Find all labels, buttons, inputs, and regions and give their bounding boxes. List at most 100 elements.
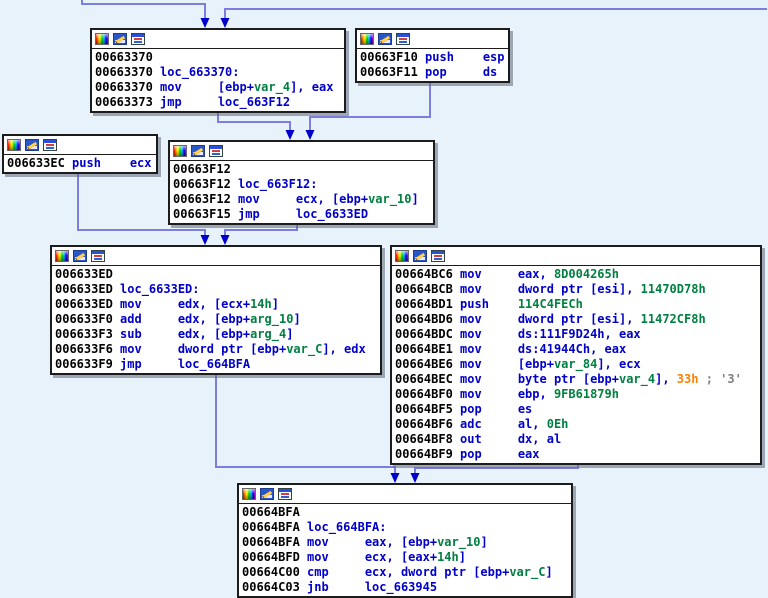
code-line[interactable]: 00664BF5 pop es (395, 402, 758, 417)
code-segment: 14h (250, 297, 272, 311)
palette-icon[interactable] (95, 33, 109, 45)
code-line[interactable]: 00664BFD mov ecx, [eax+14h] (242, 550, 569, 565)
group-icon[interactable] (43, 139, 57, 151)
code-segment: var_10 (368, 192, 412, 206)
code-line[interactable]: 00664BF0 mov ebp, 9FB61879h (395, 387, 758, 402)
code-line[interactable]: 006633ED (55, 267, 378, 282)
code-segment: pop eax (460, 447, 540, 461)
code-segment: 006633EC (7, 156, 73, 170)
code-line[interactable]: 00664BC6 mov eax, 8D004265h (395, 267, 758, 282)
code-line[interactable]: 00664BD1 push 114C4FECh (395, 297, 758, 312)
code-segment: 00663370 (95, 80, 161, 94)
code-line[interactable]: 00663F12 (173, 162, 431, 177)
code-line[interactable]: 006633F9 jmp loc_664BFA (55, 357, 378, 372)
code-line[interactable]: 006633F3 sub edx, [ebp+arg_4] (55, 327, 378, 342)
edit-icon[interactable] (113, 33, 127, 45)
code-segment: 00664C03 (242, 580, 308, 594)
code-line[interactable]: 00663F11 pop ds (360, 65, 506, 80)
code-line[interactable]: 00664BF6 adc al, 0Eh (395, 417, 758, 432)
edit-icon[interactable] (413, 250, 427, 262)
block-header (52, 247, 380, 266)
code-line[interactable]: 00664BF8 out dx, al (395, 432, 758, 447)
code-line[interactable]: 00664BFA mov eax, [ebp+var_10] (242, 535, 569, 550)
code-line[interactable]: 00663F12 loc_663F12: (173, 177, 431, 192)
code-line[interactable]: 006633F0 add edx, [ebp+arg_10] (55, 312, 378, 327)
palette-icon[interactable] (173, 145, 187, 157)
code-line[interactable]: 00663373 jmp loc_663F12 (95, 95, 342, 110)
code-segment: var_C (509, 565, 546, 579)
code-line[interactable]: 006633ED loc_6633ED: (55, 282, 378, 297)
group-icon[interactable] (396, 33, 410, 45)
code-line[interactable]: 006633EC push ecx (7, 156, 154, 171)
code-line[interactable]: 00663F10 push esp (360, 50, 506, 65)
group-icon[interactable] (131, 33, 145, 45)
code-line[interactable]: 00663F12 mov ecx, [ebp+var_10] (173, 192, 431, 207)
code-line[interactable]: 00664BFA (242, 505, 569, 520)
group-icon[interactable] (278, 488, 292, 500)
code-segment: 00664BCB (395, 282, 461, 296)
edit-icon[interactable] (25, 139, 39, 151)
code-segment: adc al, (460, 417, 547, 431)
code-segment: ] (458, 550, 466, 564)
code-line[interactable]: 00663370 loc_663370: (95, 65, 342, 80)
node-6633EC[interactable]: 006633EC push ecx (2, 134, 158, 174)
block-header (357, 30, 508, 49)
code-segment: 9FB61879h (553, 387, 619, 401)
code-segment: ; '3' (698, 372, 742, 386)
code-segment: mov ecx, [ebp+ (238, 192, 369, 206)
code-segment: ] (286, 327, 294, 341)
code-line[interactable]: 00664BE1 mov ds:41944Ch, eax (395, 342, 758, 357)
code-line[interactable]: 00663370 mov [ebp+var_4], eax (95, 80, 342, 95)
group-icon[interactable] (209, 145, 223, 157)
edit-icon[interactable] (73, 250, 87, 262)
code-segment: 00664C00 (242, 565, 308, 579)
code-segment: 006633ED (55, 297, 121, 311)
code-line[interactable]: 00664BEC mov byte ptr [ebp+var_4], 33h ;… (395, 372, 758, 387)
code-line[interactable]: 00664BFA loc_664BFA: (242, 520, 569, 535)
code-line[interactable]: 00663F15 jmp loc_6633ED (173, 207, 431, 222)
code-segment: ] (480, 535, 488, 549)
edge-663370-to-663F12 (217, 111, 291, 130)
code-line[interactable]: 00664BDC mov ds:111F9D24h, eax (395, 327, 758, 342)
code-segment: arg_10 (250, 312, 294, 326)
palette-icon[interactable] (395, 250, 409, 262)
palette-icon[interactable] (360, 33, 374, 45)
edit-icon[interactable] (260, 488, 274, 500)
code-segment: jnb loc_663945 (307, 580, 438, 594)
code-segment: 00663F15 (173, 207, 239, 221)
code-line[interactable]: 00664BCB mov dword ptr [esi], 11470D78h (395, 282, 758, 297)
code-line[interactable]: 006633ED mov edx, [ecx+14h] (55, 297, 378, 312)
code-segment: 00664BFA (242, 535, 308, 549)
group-icon[interactable] (91, 250, 105, 262)
code-segment: 00664BD6 (395, 312, 461, 326)
code-line[interactable]: 00664BD6 mov dword ptr [esi], 11472CF8h (395, 312, 758, 327)
code-line[interactable]: 006633F6 mov dword ptr [ebp+var_C], edx (55, 342, 378, 357)
edit-icon[interactable] (191, 145, 205, 157)
code-line[interactable]: 00664BF9 pop eax (395, 447, 758, 462)
code-line[interactable]: 00664C00 cmp ecx, dword ptr [ebp+var_C] (242, 565, 569, 580)
code-line[interactable]: 00663370 (95, 50, 342, 65)
code-segment: push esp (425, 50, 505, 64)
code-segment: 00663F11 (360, 65, 426, 79)
code-segment: 00664BF8 (395, 432, 461, 446)
code-segment: 006633F9 (55, 357, 121, 371)
palette-icon[interactable] (55, 250, 69, 262)
code-segment: ], (655, 372, 677, 386)
code-line[interactable]: 00664C03 jnb loc_663945 (242, 580, 569, 595)
palette-icon[interactable] (242, 488, 256, 500)
code-segment: 00664BEC (395, 372, 461, 386)
code-line[interactable]: 00664BE6 mov [ebp+var_84], ecx (395, 357, 758, 372)
group-icon[interactable] (431, 250, 445, 262)
edit-icon[interactable] (378, 33, 392, 45)
palette-icon[interactable] (7, 139, 21, 151)
code-segment: pop ds (425, 65, 498, 79)
